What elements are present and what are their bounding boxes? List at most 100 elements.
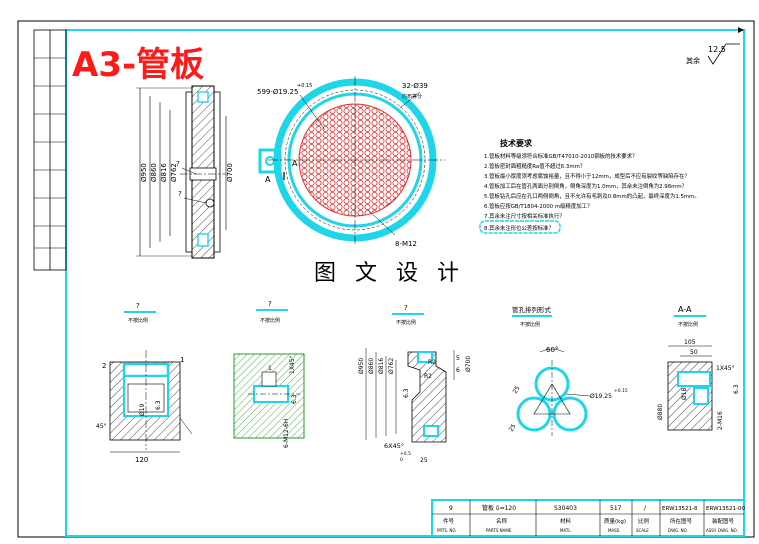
holes-tol: +0.15	[297, 83, 312, 89]
bom-cell-dwg: ERW13521-8	[662, 506, 698, 512]
detail-mark-1: ?	[176, 160, 180, 168]
d4-dim-dia: Ø19.25	[590, 393, 612, 400]
bom-head-dwg: 所在图号	[670, 517, 693, 525]
d5-dim-thread: 2-M16	[717, 411, 724, 430]
bom-head-en-scale: SCALE	[636, 528, 649, 533]
d3-dim-950: Ø950	[358, 358, 365, 374]
d5-dim-chamfer: 1X45°	[716, 365, 735, 372]
detail-5-drawing: 105 50 1X45° Ø18 6.3 Ø880 2-M16	[657, 339, 740, 431]
bolt-label: 32-Ø39	[402, 82, 428, 90]
roughness-symbol: 12.5 其余	[686, 43, 740, 65]
d1-dim-angle: 45°	[96, 423, 107, 430]
tech-requirements: 技术要求 1.管板材料等级须符合标准GB/T47010-2010钢板的技术要求？…	[479, 138, 700, 234]
detail-3-mark: ?	[404, 304, 408, 312]
d1-dim-2: 2	[102, 362, 106, 370]
bom-head-en-mass: MASS	[608, 528, 620, 533]
detail-5-scale: 不按比例	[678, 321, 698, 328]
d5-dim-dia18: Ø18	[681, 387, 688, 400]
d4-dim-tol: +0.15	[614, 388, 628, 394]
d4-dim-pitch2: 25	[508, 423, 518, 433]
bom-head-material: 材料	[560, 517, 572, 525]
tech-req-item-7: 7.其余未注尺寸按相关标准执行？	[484, 212, 565, 220]
dim-dia-762: Ø762	[170, 163, 178, 182]
d3-dim-762: Ø762	[388, 358, 395, 374]
tech-req-title: 技术要求	[500, 138, 533, 148]
d2-dim-thread: 6-M12-6H	[283, 419, 290, 448]
watermark: 图 文 设 计	[314, 261, 465, 286]
d3-dim-6: 6	[456, 367, 460, 374]
detail-2-drawing: 1 1X45° 6.3 6-M12-6H	[233, 353, 305, 448]
detail-mark-2: ?	[178, 190, 182, 198]
title-stamp: A3-管板	[72, 45, 204, 85]
d3-dim-chamfer: 6X45°	[384, 442, 404, 450]
bom-cell-partno: 9	[449, 505, 453, 512]
bom-cell-scale: /	[644, 505, 647, 512]
bom-head-assy: 装配图号	[712, 517, 735, 525]
d4-dim-angle: 60°	[546, 346, 558, 354]
detail-3-scale: 不按比例	[396, 319, 416, 326]
bom-head-en-dwg: DWG. NO.	[668, 528, 688, 533]
thread-label: 8-M12	[395, 240, 417, 248]
detail-3-drawing: Ø950 Ø860 Ø816 Ø762 Ø700 R2 R2 5 6 6.3 6…	[358, 348, 472, 464]
detail-1-drawing: 120 2 1 Ø19 6.3 45°	[96, 350, 193, 464]
roughness-value: 12.5	[708, 45, 726, 54]
d3-dim-816: Ø816	[378, 358, 385, 374]
bom-head-en-partno: PRTS. NO.	[437, 528, 457, 533]
d4-dim-pitch: 25	[512, 385, 522, 395]
d3-dim-5: 5	[456, 355, 460, 362]
bom-cell-name: 管板 δ=120	[482, 504, 516, 512]
d5-dim-rough: 6.3	[733, 384, 740, 394]
left-margin-strip	[33, 29, 67, 271]
section-mark-a: A	[292, 159, 298, 168]
d3-dim-r2b: R2	[424, 373, 432, 380]
d2-dim-1: 1	[268, 365, 272, 372]
bom-head-scale: 比例	[638, 517, 650, 525]
detail-4-title: 管孔排列形式	[512, 305, 552, 314]
d3-dim-tol-low: 0	[400, 457, 403, 463]
dim-dia-950: Ø950	[140, 163, 148, 182]
bom-head-en-assy: ASSY. DWG. NO.	[706, 528, 738, 533]
tech-req-item-6: 6.管板应按GB/T1804-2000 m级精度加工？	[484, 202, 592, 210]
detail-2-scale: 不按比例	[260, 317, 280, 324]
bom-cell-mass: 517	[610, 505, 622, 512]
d1-dim-120: 120	[135, 456, 148, 464]
bolt-sub: 均布等分	[402, 93, 422, 100]
tech-req-item-8: 8.其余未注形位公差按标准？	[484, 224, 554, 232]
d3-dim-rough: 6.3	[403, 388, 410, 398]
tech-req-item-4: 4.管板加工后在管孔两面分别倒角，倒角深度为1.0mm，其余未注倒角为2.98m…	[484, 182, 687, 190]
d3-dim-860: Ø860	[368, 358, 375, 374]
d5-dim-105: 105	[684, 339, 696, 346]
main-section-view: Ø950 Ø860 Ø816 Ø762 Ø700 ? ?	[136, 85, 234, 259]
corner-mark	[738, 27, 744, 33]
bom-cell-assy: ERW13521-00	[706, 506, 745, 512]
dim-dia-700: Ø700	[226, 163, 234, 182]
holes-label: 599-Ø19.25	[257, 88, 298, 96]
tech-req-item-3: 3.管板最小厚度须考虑腐蚀裕量，且不得小于12mm，成型后不应有裂纹等缺陷存在？	[484, 172, 690, 180]
d5-dim-dia880: Ø880	[657, 404, 664, 420]
tech-req-item-5: 5.管板钻孔后应在孔口两侧倒角，且不允许有毛刺及0.8mm的凸起，最终深度为1.…	[484, 192, 700, 200]
inner-border	[65, 29, 745, 537]
bom-head-en-name: PARTS NAME	[486, 528, 512, 533]
detail-4-drawing: 60° 25 Ø19.25 +0.15 25	[508, 346, 628, 436]
d1-dim-dia: Ø19	[139, 403, 146, 416]
detail-1-scale: 不按比例	[128, 317, 148, 324]
roughness-label: 其余	[686, 56, 700, 65]
plan-view: A A 599-Ø19.25 +0.15 32-Ø39 均布等分 8-M12	[257, 76, 445, 248]
detail-5-title: A-A	[678, 305, 692, 314]
d3-dim-tol-up: +0.5	[400, 451, 411, 457]
detail-1-mark: ?	[136, 302, 140, 310]
bom-head-en-material: MATL.	[560, 528, 572, 533]
d3-dim-700: Ø700	[465, 356, 472, 372]
detail-2-mark: ?	[268, 300, 272, 308]
d3-dim-r2a: R2	[428, 359, 436, 366]
detail-4-scale: 不按比例	[520, 321, 540, 328]
d2-dim-rough: 6.3	[291, 394, 298, 404]
detail-labels: ? 不按比例 ? 不按比例 ? 不按比例 管孔排列形式 不按比例 A-A 不按比…	[124, 300, 706, 328]
bom-table: 9 管板 δ=120 S30403 517 / ERW13521-8 ERW13…	[431, 499, 745, 537]
bom-head-partno: 件号	[443, 517, 455, 525]
bom-cell-material: S30403	[554, 505, 577, 512]
section-mark-a-left: A	[265, 175, 271, 184]
bom-head-name: 名称	[496, 517, 508, 525]
d1-dim-rough: 6.3	[155, 400, 162, 410]
